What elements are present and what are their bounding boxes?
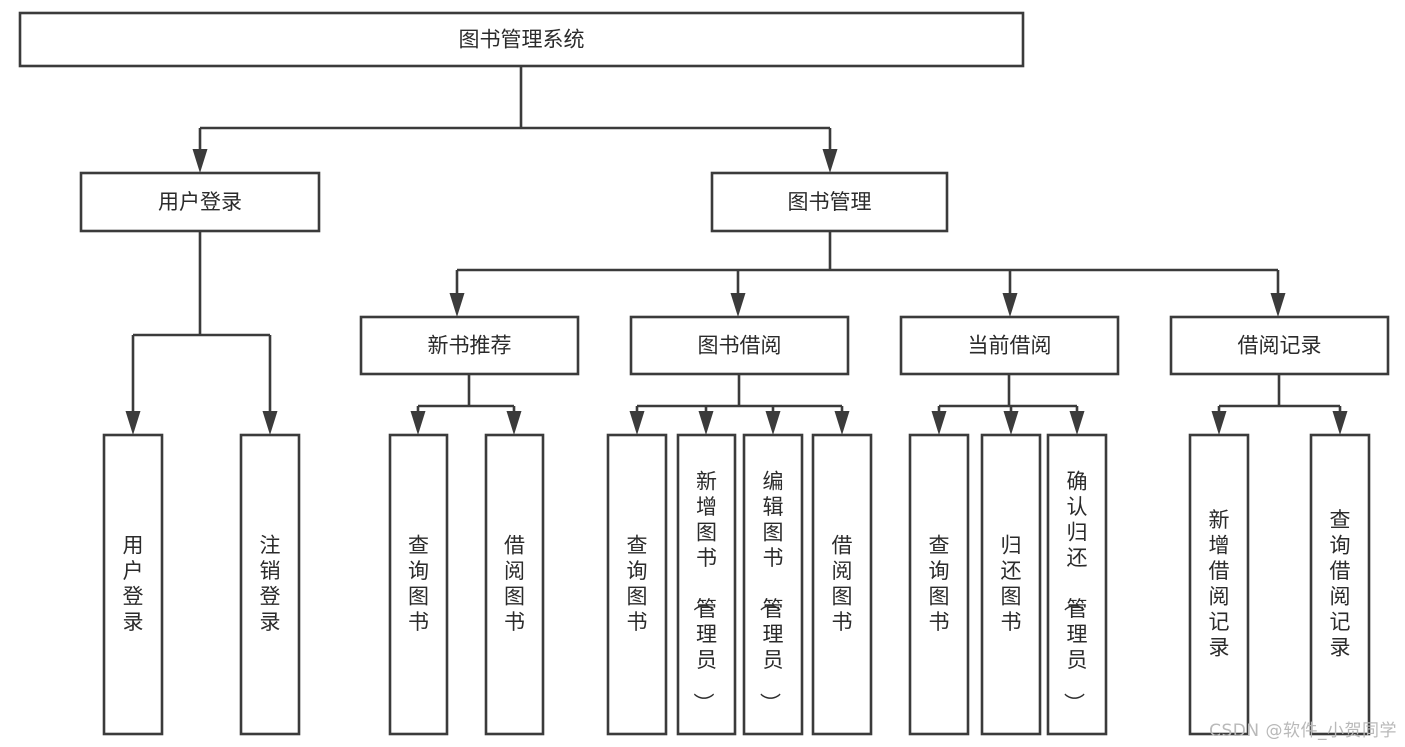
node-box[interactable]	[908, 433, 970, 736]
node-label: 用户登录	[123, 533, 144, 634]
node-leaf-query-record[interactable]: 查询借阅记录	[1309, 433, 1371, 736]
arrow-head-icon	[410, 411, 426, 435]
node-leaf-add-book[interactable]: 新增图书（管理员）	[676, 433, 737, 736]
node-label: 借阅记录	[1238, 334, 1322, 358]
node-layer: 图书管理系统用户登录图书管理新书推荐图书借阅当前借阅借阅记录用户登录注销登录查询…	[18, 11, 1390, 736]
arrow-head-icon	[698, 411, 714, 435]
node-label: 图书管理系统	[459, 28, 585, 52]
node-leaf-confirm-return[interactable]: 确认归还（管理员）	[1046, 433, 1108, 736]
arrow-head-icon	[730, 293, 746, 317]
node-label: 新增借阅记录	[1209, 508, 1230, 660]
node-label: 新增图书（管理员）	[691, 470, 717, 714]
node-box[interactable]	[388, 433, 449, 736]
connector-layer	[125, 66, 1348, 435]
node-box[interactable]	[710, 171, 949, 233]
node-label: 借阅图书	[504, 533, 525, 634]
node-leaf-borrow-book-b[interactable]: 借阅图书	[811, 433, 873, 736]
node-box[interactable]	[742, 433, 804, 736]
node-box[interactable]	[359, 315, 580, 376]
node-label: 确认归还（管理员）	[1062, 470, 1088, 714]
node-box[interactable]	[980, 433, 1042, 736]
arrow-head-icon	[834, 411, 850, 435]
node-box[interactable]	[1188, 433, 1250, 736]
connector-group-book-manage-to-submodules	[449, 231, 1286, 317]
node-box[interactable]	[899, 315, 1120, 376]
node-label: 查询图书	[408, 533, 429, 634]
connector-group-new-book-rec-to-leaves	[410, 374, 522, 435]
csdn-watermark: CSDN @软件_小贺同学	[1209, 721, 1397, 741]
node-box[interactable]	[102, 433, 164, 736]
node-current-borrow[interactable]: 当前借阅	[899, 315, 1120, 376]
node-book-manage[interactable]: 图书管理	[710, 171, 949, 233]
node-label: 归还图书	[1001, 533, 1022, 634]
arrow-head-icon	[262, 411, 278, 435]
connector-group-user-login-to-leaves	[125, 231, 278, 435]
node-box[interactable]	[1169, 315, 1390, 376]
node-box[interactable]	[606, 433, 668, 736]
node-book-borrow[interactable]: 图书借阅	[629, 315, 850, 376]
arrow-head-icon	[765, 411, 781, 435]
node-label: 查询图书	[929, 533, 950, 634]
arrow-head-icon	[1069, 411, 1085, 435]
node-box[interactable]	[811, 433, 873, 736]
arrow-head-icon	[931, 411, 947, 435]
arrow-head-icon	[506, 411, 522, 435]
connector-group-current-borrow-to-leaves	[931, 374, 1085, 435]
node-label: 注销登录	[260, 533, 281, 634]
node-leaf-query-book-c[interactable]: 查询图书	[908, 433, 970, 736]
node-box[interactable]	[1046, 433, 1108, 736]
node-box[interactable]	[484, 433, 545, 736]
arrow-head-icon	[1002, 293, 1018, 317]
node-new-book-rec[interactable]: 新书推荐	[359, 315, 580, 376]
arrow-head-icon	[1332, 411, 1348, 435]
node-leaf-edit-book[interactable]: 编辑图书（管理员）	[742, 433, 804, 736]
node-label: 用户登录	[158, 190, 242, 214]
node-leaf-query-book-b[interactable]: 查询图书	[606, 433, 668, 736]
node-leaf-query-book-a[interactable]: 查询图书	[388, 433, 449, 736]
arrow-head-icon	[822, 149, 838, 173]
node-label: 借阅图书	[832, 533, 853, 634]
node-label: 图书借阅	[698, 334, 782, 358]
node-leaf-add-record[interactable]: 新增借阅记录	[1188, 433, 1250, 736]
arrow-head-icon	[1270, 293, 1286, 317]
node-label: 编辑图书（管理员）	[758, 470, 784, 714]
connector-group-root-to-modules	[192, 66, 838, 173]
node-leaf-user-logout[interactable]: 注销登录	[239, 433, 301, 736]
node-leaf-return-book[interactable]: 归还图书	[980, 433, 1042, 736]
node-box[interactable]	[629, 315, 850, 376]
node-box[interactable]	[676, 433, 737, 736]
node-root[interactable]: 图书管理系统	[18, 11, 1025, 68]
node-box[interactable]	[79, 171, 321, 233]
connector-group-borrow-record-to-leaves	[1211, 374, 1348, 435]
node-label: 新书推荐	[428, 334, 512, 358]
node-user-login[interactable]: 用户登录	[79, 171, 321, 233]
node-leaf-borrow-book-a[interactable]: 借阅图书	[484, 433, 545, 736]
node-label: 查询借阅记录	[1330, 508, 1351, 660]
connector-group-book-borrow-to-leaves	[629, 374, 850, 435]
arrow-head-icon	[192, 149, 208, 173]
arrow-head-icon	[629, 411, 645, 435]
node-leaf-user-login[interactable]: 用户登录	[102, 433, 164, 736]
arrow-head-icon	[125, 411, 141, 435]
arrow-head-icon	[449, 293, 465, 317]
node-label: 当前借阅	[968, 334, 1052, 358]
node-borrow-record[interactable]: 借阅记录	[1169, 315, 1390, 376]
node-box[interactable]	[1309, 433, 1371, 736]
arrow-head-icon	[1003, 411, 1019, 435]
node-label: 查询图书	[627, 533, 648, 634]
node-label: 图书管理	[788, 190, 872, 214]
node-box[interactable]	[239, 433, 301, 736]
arrow-head-icon	[1211, 411, 1227, 435]
node-box[interactable]	[18, 11, 1025, 68]
